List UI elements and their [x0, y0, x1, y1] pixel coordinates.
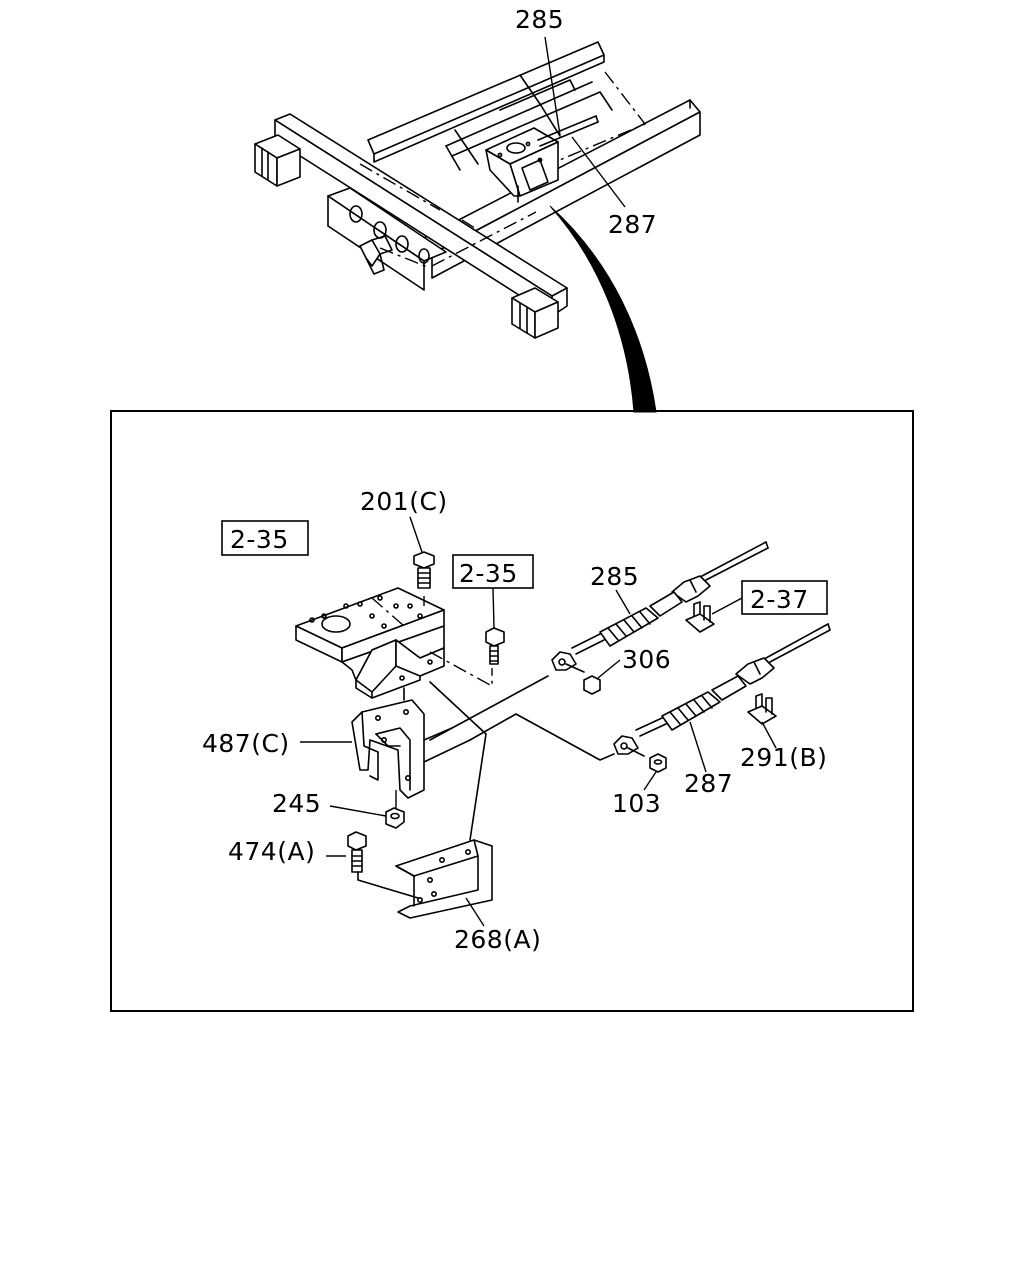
cable-285	[551, 541, 769, 673]
callout-201c: 201(C)	[360, 487, 448, 516]
bracket-268a	[395, 839, 493, 919]
reference-label-2-37: 2-37	[750, 585, 809, 614]
leader-245	[329, 805, 387, 817]
leader-overview-285	[544, 36, 561, 136]
callout-268a: 268(A)	[454, 925, 541, 954]
leader-103	[643, 771, 657, 791]
bolt-201c	[413, 551, 435, 589]
leader-268a	[465, 897, 485, 927]
reference-box-2-35-middle: 2-35	[452, 554, 534, 589]
clip-291b	[747, 693, 777, 725]
callout-103: 103	[612, 789, 661, 818]
reference-label-2-35-middle: 2-35	[459, 559, 518, 588]
leader-306	[597, 659, 621, 679]
callout-287: 287	[684, 769, 733, 798]
callout-474a: 474(A)	[228, 837, 315, 866]
callout-487c: 487(C)	[202, 729, 290, 758]
bracket-487c	[351, 699, 471, 799]
detail-frame	[110, 410, 914, 1012]
leader-overview-287	[571, 136, 626, 208]
cable-287	[613, 623, 831, 757]
selector-housing	[295, 587, 445, 699]
nut-306	[583, 675, 601, 695]
callout-285: 285	[590, 562, 639, 591]
chassis-overview	[254, 41, 701, 339]
bolt-474a	[347, 831, 367, 873]
callout-291b: 291(B)	[740, 743, 827, 772]
overview-label-287: 287	[608, 210, 657, 239]
overview-label-285: 285	[515, 5, 564, 34]
clip-2-37	[685, 601, 715, 633]
callout-306: 306	[622, 645, 671, 674]
nut-245	[385, 807, 405, 829]
leader-285	[615, 589, 631, 615]
leader-201c	[409, 516, 423, 553]
nut-103	[649, 753, 667, 773]
reference-box-2-35-left: 2-35	[221, 520, 309, 556]
leader-291b	[761, 721, 777, 749]
reference-box-2-37: 2-37	[741, 580, 828, 615]
reference-label-2-35-left: 2-35	[230, 525, 289, 554]
callout-245: 245	[272, 789, 321, 818]
bolt-2-35-middle	[485, 627, 505, 665]
leader-287	[689, 721, 707, 773]
